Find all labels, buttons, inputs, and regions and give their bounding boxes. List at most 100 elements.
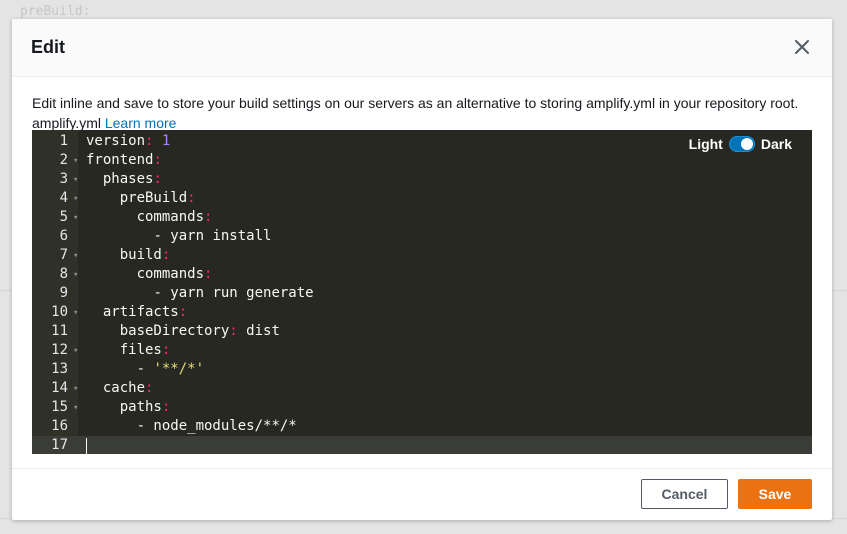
- modal-header: Edit: [12, 19, 832, 77]
- code-line[interactable]: 4▾ preBuild:: [32, 189, 812, 208]
- code-value: '**/*': [153, 361, 205, 377]
- code-indent: [86, 247, 120, 263]
- code-indent: [86, 304, 103, 320]
- code-colon: :: [145, 380, 154, 396]
- code-line[interactable]: 3 ▾ phases:: [32, 170, 812, 189]
- code-line[interactable]: 6 - yarn install: [32, 227, 812, 246]
- line-number: 3: [59, 171, 68, 187]
- line-number: 8: [59, 266, 68, 282]
- code-line[interactable]: 7 ▾ build:: [32, 246, 812, 265]
- code-line[interactable]: 8 ▾ commands:: [32, 265, 812, 284]
- line-number: 12: [51, 342, 68, 358]
- code-line[interactable]: 17: [32, 436, 812, 454]
- fold-arrow-icon[interactable]: ▾: [73, 346, 79, 356]
- line-number: 7: [59, 247, 68, 263]
- code-line[interactable]: 14▾ cache:: [32, 379, 812, 398]
- code-key: cache: [102, 380, 146, 396]
- save-button[interactable]: Save: [738, 479, 812, 509]
- fold-arrow-icon[interactable]: ▾: [73, 251, 79, 261]
- code-colon: :: [153, 171, 162, 187]
- description-text: Edit inline and save to store your build…: [32, 95, 799, 131]
- theme-switch[interactable]: [728, 136, 755, 152]
- fold-arrow-icon[interactable]: ▾: [73, 403, 79, 413]
- fold-arrow-icon[interactable]: ▾: [73, 384, 79, 394]
- code-line[interactable]: 9 - yarn run generate: [32, 284, 812, 303]
- code-text: paths:: [86, 398, 171, 417]
- code-colon: :: [187, 190, 196, 206]
- code-text: version: 1: [86, 132, 170, 151]
- edit-modal: Edit Edit inline and save to store your …: [12, 19, 832, 520]
- close-icon: [795, 40, 809, 54]
- code-text: - yarn run generate: [86, 284, 314, 303]
- code-line[interactable]: 15 ▾ paths:: [32, 398, 812, 417]
- line-number: 15: [51, 399, 68, 415]
- fold-arrow-icon[interactable]: ▾: [73, 194, 79, 204]
- code-indent: [86, 228, 153, 244]
- theme-light-label: Light: [688, 136, 723, 152]
- code-key: paths: [119, 399, 162, 415]
- learn-more-link[interactable]: Learn more: [104, 115, 177, 131]
- code-indent: [86, 323, 120, 339]
- code-line[interactable]: 10▾ artifacts:: [32, 303, 812, 322]
- code-key: phases: [102, 171, 154, 187]
- code-indent: [86, 190, 120, 206]
- code-key: build: [119, 247, 162, 263]
- code-line[interactable]: 2 ▾ frontend:: [32, 151, 812, 170]
- code-indent: [86, 209, 137, 225]
- fold-arrow-icon[interactable]: ▾: [73, 270, 79, 280]
- text-cursor: [86, 438, 87, 454]
- code-line[interactable]: 13 - '**/*': [32, 360, 812, 379]
- code-key: - yarn run generate: [153, 285, 314, 301]
- code-text: commands:: [86, 265, 213, 284]
- line-number: 6: [59, 228, 68, 244]
- code-key: commands: [136, 266, 205, 282]
- fold-arrow-icon[interactable]: ▾: [73, 308, 79, 318]
- code-text: build:: [86, 246, 171, 265]
- code-indent: [86, 342, 120, 358]
- background-code-text: preBuild:: [20, 4, 91, 19]
- line-number: 17: [51, 437, 68, 453]
- line-number: 13: [51, 361, 68, 377]
- modal-description: Edit inline and save to store your build…: [32, 93, 817, 133]
- line-number: 4: [59, 190, 68, 206]
- code-colon: :: [145, 133, 154, 149]
- fold-arrow-icon[interactable]: ▾: [73, 156, 79, 166]
- fold-arrow-icon[interactable]: ▾: [73, 175, 79, 185]
- code-colon: :: [161, 342, 171, 358]
- code-value: 1: [153, 133, 171, 149]
- code-key: version: [86, 133, 146, 149]
- cancel-button[interactable]: Cancel: [641, 479, 728, 509]
- code-key: commands: [136, 209, 205, 225]
- line-number: 5: [59, 209, 68, 225]
- code-text: files:: [86, 341, 171, 360]
- code-key: frontend: [86, 152, 154, 168]
- modal-title: Edit: [31, 37, 65, 57]
- fold-arrow-icon[interactable]: ▾: [73, 213, 79, 223]
- code-indent: [86, 266, 137, 282]
- line-number: 2: [59, 152, 68, 168]
- code-indent: [86, 361, 137, 377]
- code-text: - yarn install: [86, 227, 271, 246]
- code-value: dist: [237, 323, 280, 339]
- code-colon: :: [229, 323, 238, 339]
- code-colon: :: [204, 266, 213, 282]
- code-indent: [86, 380, 103, 396]
- code-colon: :: [153, 152, 162, 168]
- code-line[interactable]: 16 - node_modules/**/*: [32, 417, 812, 436]
- modal-footer: Cancel Save: [12, 468, 832, 520]
- code-line[interactable]: 11 baseDirectory: dist: [32, 322, 812, 341]
- code-line[interactable]: 12 ▾ files:: [32, 341, 812, 360]
- code-key: -: [136, 361, 154, 377]
- code-text: - '**/*': [86, 360, 204, 379]
- code-key: artifacts: [102, 304, 179, 320]
- close-button[interactable]: [790, 35, 814, 59]
- code-key: files: [119, 342, 162, 358]
- switch-knob: [740, 138, 753, 150]
- code-indent: [86, 399, 120, 415]
- code-indent: [86, 171, 103, 187]
- code-text: phases:: [86, 170, 162, 189]
- code-line[interactable]: 5▾ commands:: [32, 208, 812, 227]
